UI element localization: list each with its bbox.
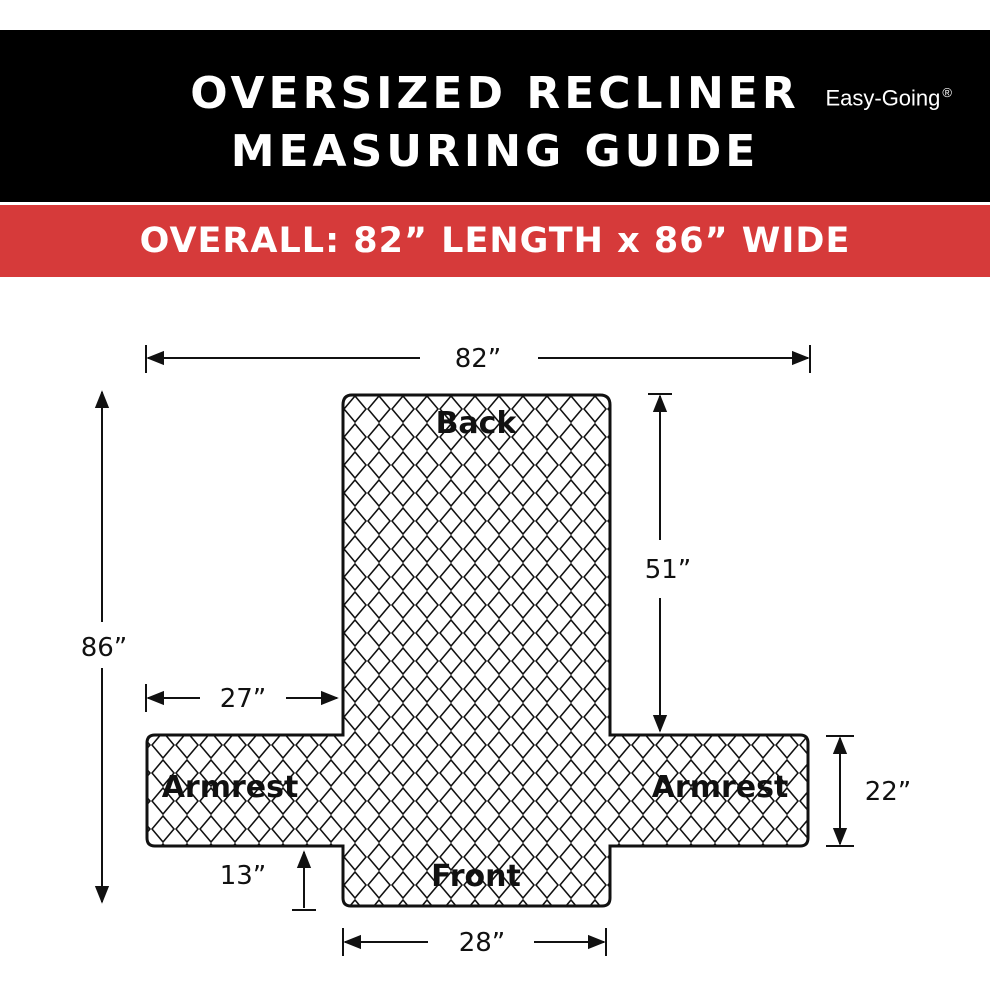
overall-width-value: 82” xyxy=(455,344,502,374)
back-label: Back xyxy=(436,406,518,441)
back-length-value: 51” xyxy=(645,555,692,585)
brand-name: Easy-Going xyxy=(825,85,941,111)
title-line-2: MEASURING GUIDE xyxy=(230,126,760,177)
overall-size-banner: OVERALL: 82” LENGTH x 86” WIDE xyxy=(0,205,990,277)
title-line-1: OVERSIZED RECLINER xyxy=(190,68,800,119)
cover-outline xyxy=(145,393,810,908)
overall-height-value: 86” xyxy=(81,633,128,663)
cover-shape xyxy=(145,393,810,908)
front-drop-dimension: 13” xyxy=(220,850,316,911)
brand-logo: Easy-Going® xyxy=(825,85,952,111)
armrest-length-dimension: 27” xyxy=(145,684,339,714)
overall-height-dimension: 86” xyxy=(81,390,128,904)
armrest-width-dimension: 22” xyxy=(826,735,912,847)
armrest-width-value: 22” xyxy=(865,777,912,807)
seat-width-dimension: 28” xyxy=(342,928,607,958)
header-bar: OVERSIZED RECLINER MEASURING GUIDE Easy-… xyxy=(0,30,990,202)
back-length-dimension: 51” xyxy=(645,393,692,733)
registered-mark: ® xyxy=(942,85,952,100)
armrest-length-value: 27” xyxy=(220,684,267,714)
armrest-left-label: Armrest xyxy=(162,770,299,805)
seat-width-value: 28” xyxy=(459,928,506,958)
front-drop-value: 13” xyxy=(220,861,267,891)
overall-width-dimension: 82” xyxy=(145,344,811,374)
armrest-right-label: Armrest xyxy=(652,770,789,805)
front-label: Front xyxy=(431,859,521,894)
